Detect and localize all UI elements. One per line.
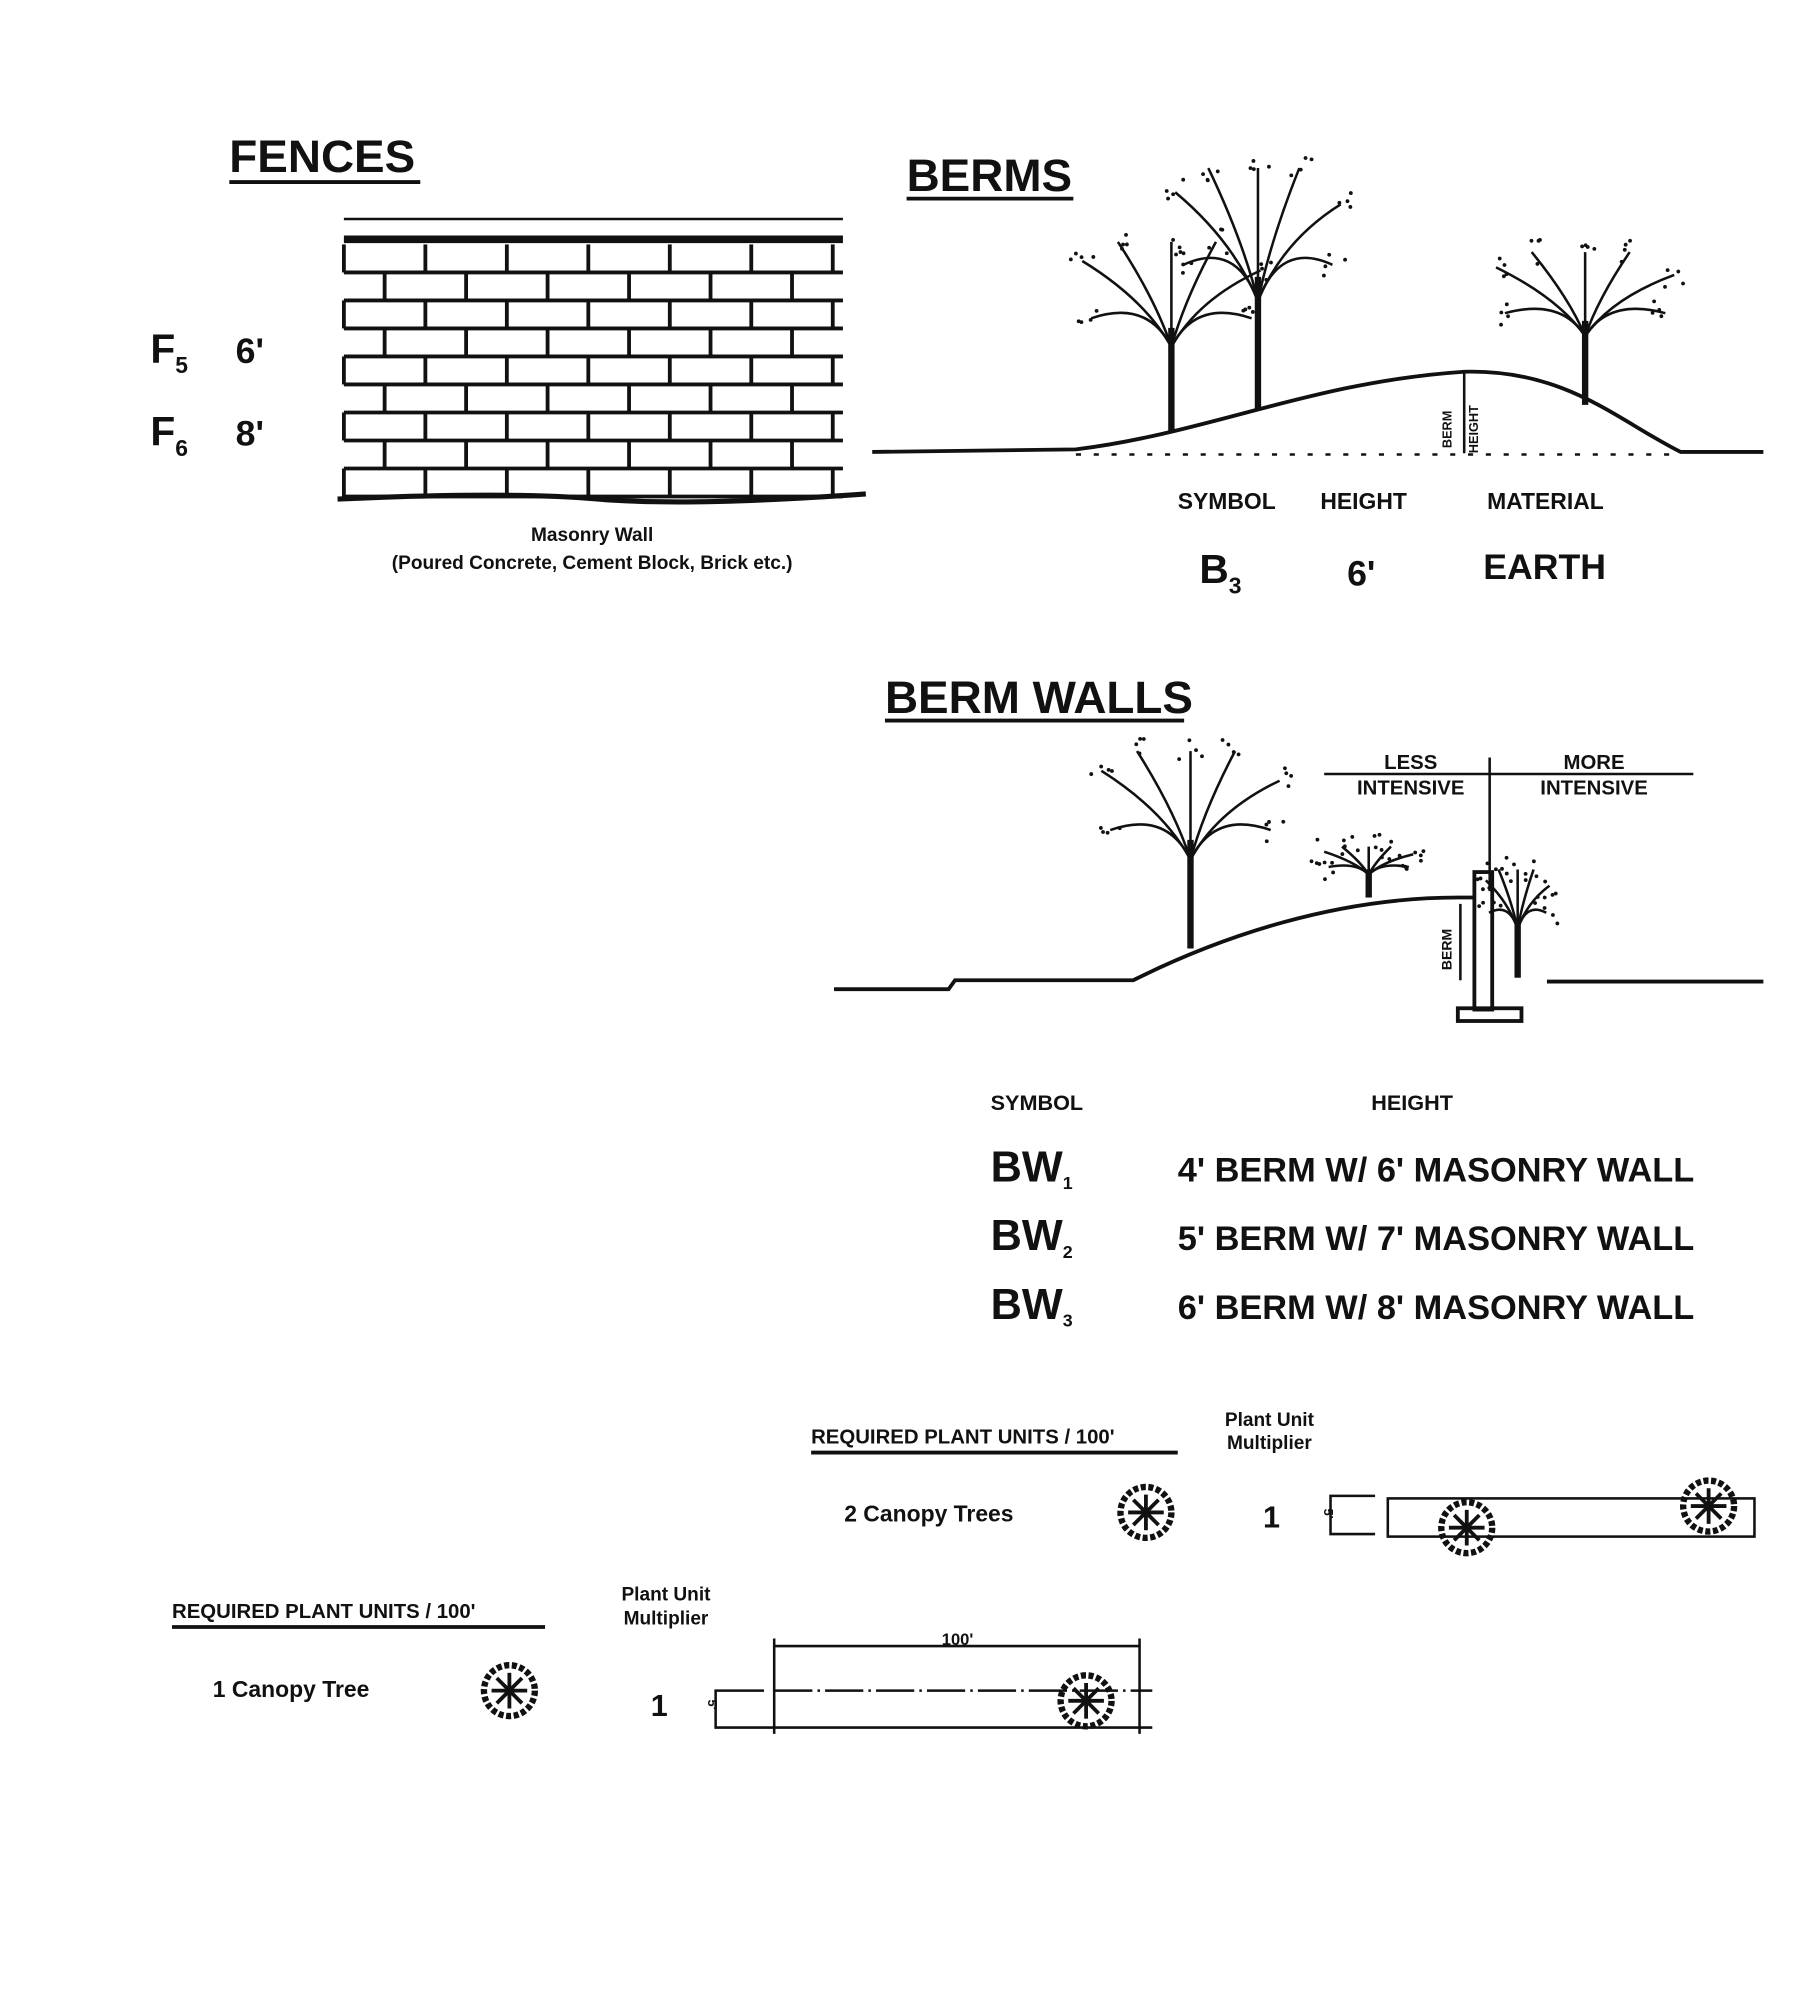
wall-caption: Masonry Wall [531,525,653,546]
bw-header-symbol: SYMBOL [991,1090,1084,1115]
bw-height: 5' BERM W/ 7' MASONRY WALL [1178,1220,1694,1258]
less-intensive-label: LESS [1384,752,1437,774]
fences-title: FENCES [229,131,415,182]
fences-section: FENCES F5 6' F6 8' Masonry Wall (Poured … [150,131,865,574]
berm-symbol: B3 [1199,546,1241,598]
berm-label: BERM [1438,929,1454,970]
less-intensive-label-2: INTENSIVE [1357,777,1464,799]
buffer-width: 5' [1321,1509,1336,1519]
plant-units-header: REQUIRED PLANT UNITS / 100' [811,1427,1114,1449]
multiplier-header: Plant Unit [621,1584,711,1605]
canopy-tree-icon [484,1665,535,1716]
fence-symbol-f6: F6 [150,409,188,461]
buffer-width: 5' [705,1700,720,1710]
canopy-tree-icon [1441,1502,1492,1553]
bw-height: 4' BERM W/ 6' MASONRY WALL [1178,1151,1694,1189]
bw-row: BW1 4' BERM W/ 6' MASONRY WALL [991,1143,1695,1193]
berm-header-symbol: SYMBOL [1178,488,1276,514]
tree-icon [1069,156,1685,433]
fence-symbol-f5: F5 [150,326,188,378]
berm-walls-section: BERM WALLS LESS INTENSIVE MORE INTENSIVE… [834,672,1763,1331]
fence-height-f6: 8' [236,414,264,454]
canopy-tree-icon [1061,1675,1112,1726]
fence-height-f5: 6' [236,331,264,371]
plant-multiplier: 1 [651,1689,668,1723]
berm-height: 6' [1347,554,1375,594]
bw-symbol: BW1 [991,1143,1073,1193]
buffer-length: 100' [942,1630,974,1649]
bw-header-height: HEIGHT [1371,1090,1453,1115]
berm-height-label-2: HEIGHT [1466,405,1481,453]
berms-title: BERMS [907,150,1073,201]
bw-symbol: BW3 [991,1281,1073,1331]
berm-header-material: MATERIAL [1487,488,1604,514]
plant-units-header: REQUIRED PLANT UNITS / 100' [172,1601,476,1623]
multiplier-header-2: Multiplier [1227,1433,1312,1454]
bw-symbol: BW2 [991,1212,1073,1262]
plant-multiplier: 1 [1263,1501,1280,1535]
more-intensive-label-2: INTENSIVE [1540,777,1647,799]
plant-units-2-trees: REQUIRED PLANT UNITS / 100' Plant Unit M… [811,1410,1754,1553]
plant-item: 1 Canopy Tree [213,1676,370,1702]
plant-item: 2 Canopy Trees [844,1500,1013,1526]
more-intensive-label: MORE [1564,752,1625,774]
canopy-tree-icon [1120,1487,1171,1538]
bw-height: 6' BERM W/ 8' MASONRY WALL [1178,1289,1694,1327]
wall-caption-materials: (Poured Concrete, Cement Block, Brick et… [392,553,793,574]
plant-units-1-tree: REQUIRED PLANT UNITS / 100' Plant Unit M… [172,1584,1152,1734]
berm-header-height: HEIGHT [1320,488,1407,514]
berm-material: EARTH [1483,547,1606,587]
bw-row: BW3 6' BERM W/ 8' MASONRY WALL [991,1281,1695,1331]
bw-row: BW2 5' BERM W/ 7' MASONRY WALL [991,1212,1695,1262]
canopy-tree-icon [1683,1481,1734,1532]
berm-walls-title: BERM WALLS [885,672,1193,723]
berm-height-label: BERM [1439,411,1454,448]
berms-section: BERMS BERM HEIGHT SYMBOL HEIGHT MATERIAL… [872,150,1763,598]
masonry-wall-illustration [338,219,866,502]
multiplier-header: Plant Unit [1225,1410,1315,1431]
multiplier-header-2: Multiplier [624,1608,709,1629]
